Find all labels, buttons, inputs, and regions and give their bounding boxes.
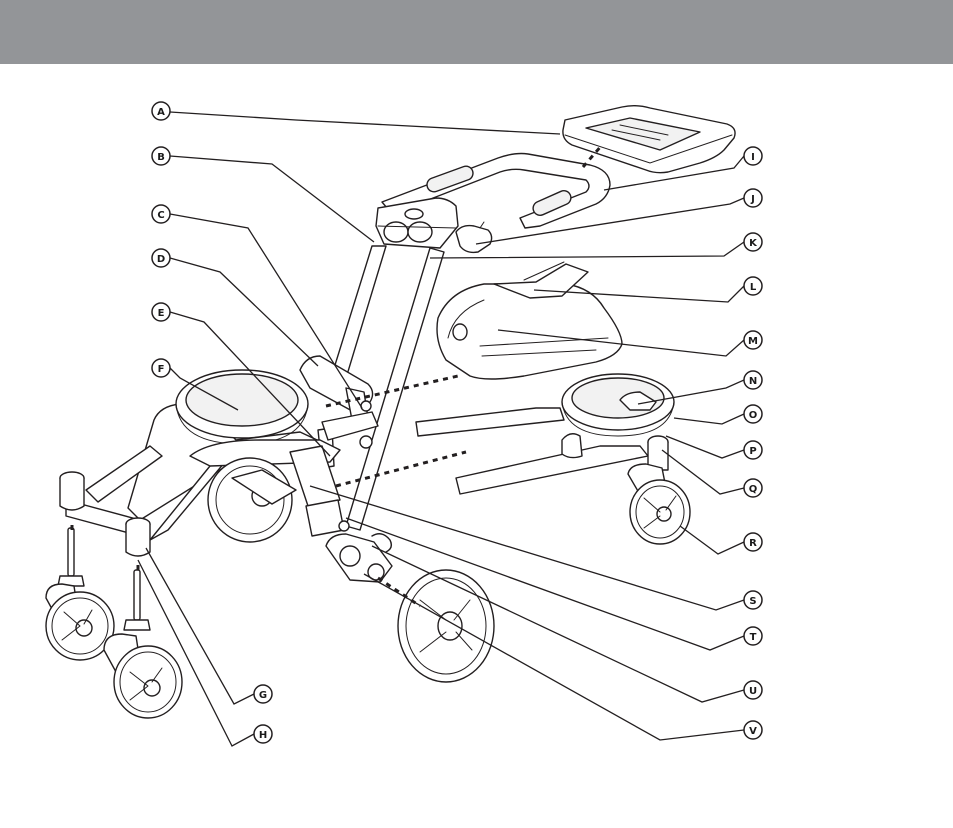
callout-g-letter: G: [259, 690, 267, 701]
callout-t: T: [744, 627, 762, 645]
part-lm-seat-cradle: [437, 262, 622, 379]
callout-j-letter: J: [750, 194, 755, 205]
rear-wheel-front: [398, 570, 494, 682]
callout-h-letter: H: [259, 730, 267, 741]
callout-k-letter: K: [749, 238, 758, 249]
callout-i-letter: I: [751, 152, 755, 163]
callout-i: I: [744, 147, 762, 165]
callout-s-letter: S: [749, 596, 756, 607]
callout-f: F: [152, 359, 170, 377]
callout-q: Q: [744, 479, 762, 497]
callout-f-letter: F: [158, 364, 165, 375]
part-r-rear-caster: [628, 464, 690, 544]
callout-v: V: [744, 721, 762, 739]
callout-t-letter: T: [750, 632, 757, 643]
callout-m: M: [744, 331, 762, 349]
callout-g: G: [254, 685, 272, 703]
callout-h: H: [254, 725, 272, 743]
callout-b-letter: B: [157, 152, 165, 163]
callout-k: K: [744, 233, 762, 251]
callout-n-letter: N: [749, 376, 757, 387]
callout-r-letter: R: [749, 538, 757, 549]
callout-o: O: [744, 405, 762, 423]
rear-wheel-back: [208, 458, 296, 542]
stroller-parts: [46, 106, 735, 718]
part-uv-rear-hub: [326, 534, 392, 582]
callout-c-letter: C: [157, 210, 164, 221]
callout-e-letter: E: [158, 308, 165, 319]
callout-l-letter: L: [750, 282, 757, 293]
callout-n: N: [744, 371, 762, 389]
callout-l: L: [744, 277, 762, 295]
callout-p: P: [744, 441, 762, 459]
part-cd-fold-joint: [300, 356, 373, 420]
callout-d-letter: D: [157, 254, 165, 265]
callout-u: U: [744, 681, 762, 699]
callout-s: S: [744, 591, 762, 609]
callout-j: J: [744, 189, 762, 207]
callout-q-letter: Q: [749, 484, 758, 495]
callout-a-letter: A: [157, 107, 165, 118]
callout-a: A: [152, 102, 170, 120]
callout-c: C: [152, 205, 170, 223]
callout-m-letter: M: [748, 336, 758, 347]
part-st-lower-joint: [290, 446, 349, 536]
callout-v-letter: V: [749, 726, 757, 737]
callout-b: B: [152, 147, 170, 165]
callout-d: D: [152, 249, 170, 267]
callout-r: R: [744, 533, 762, 551]
callout-p-letter: P: [749, 446, 756, 457]
callout-u-letter: U: [749, 686, 757, 697]
callout-o-letter: O: [749, 410, 758, 421]
front-caster-left: [46, 528, 114, 660]
part-a-tray: [563, 106, 735, 173]
callout-e: E: [152, 303, 170, 321]
